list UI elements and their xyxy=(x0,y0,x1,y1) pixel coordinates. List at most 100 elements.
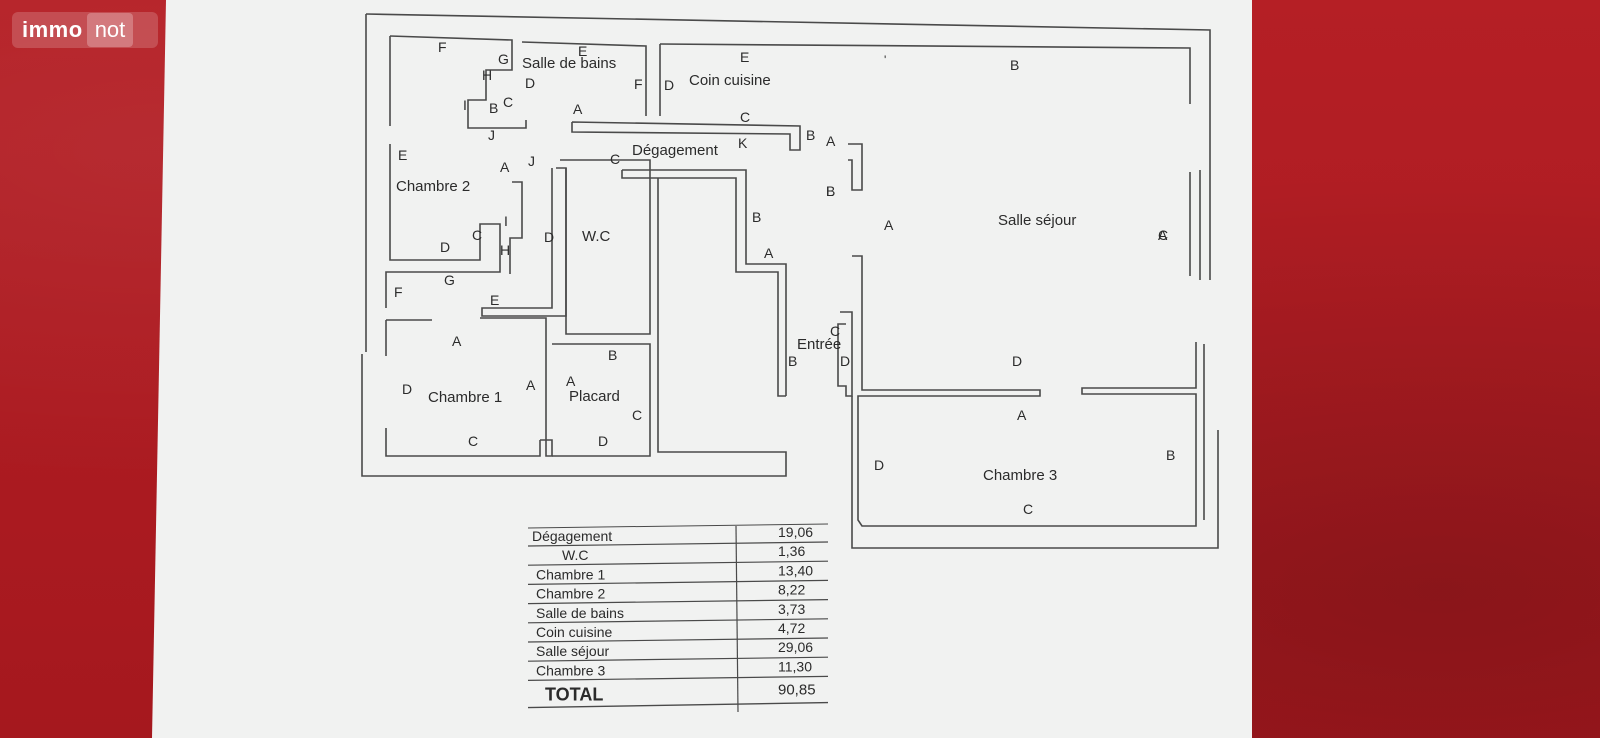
wall-letter: H xyxy=(482,67,492,83)
table-row-value: 3,73 xyxy=(778,601,805,617)
stray-mark: ' xyxy=(884,53,886,67)
wall-letter: F xyxy=(394,284,403,300)
room-labels: Salle de bains Coin cuisine Dégagement C… xyxy=(396,55,1076,484)
wall-letter: B xyxy=(489,100,498,116)
room-wall xyxy=(509,181,523,274)
floor-plan-sheet xyxy=(152,0,1252,738)
table-row-value: 19,06 xyxy=(778,524,813,540)
wall-letter: C xyxy=(1023,501,1033,517)
room-label-salle-de-bains: Salle de bains xyxy=(522,55,616,72)
wall-letter: A xyxy=(452,333,462,349)
wall-letter: D xyxy=(874,457,884,473)
corridor-wall xyxy=(622,169,787,396)
wc-wall xyxy=(481,168,567,317)
wall-letter: F xyxy=(438,39,447,55)
wall-letter: A xyxy=(1158,227,1168,243)
table-rule xyxy=(527,656,829,662)
room-label-wc: W.C xyxy=(582,228,610,245)
immonot-logo: immo not xyxy=(12,12,158,48)
wall-letter: D xyxy=(840,353,850,369)
kitchen-wall xyxy=(659,43,1191,104)
room-label-coin-cuisine: Coin cuisine xyxy=(689,72,771,89)
wall-letter: C xyxy=(740,109,750,125)
corridor-wall xyxy=(361,178,787,477)
room-label-chambre-1: Chambre 1 xyxy=(428,389,502,406)
table-row-value: 29,06 xyxy=(778,639,813,655)
table-rule xyxy=(527,637,829,643)
table-rule xyxy=(527,675,829,681)
wall-letter: B xyxy=(1166,447,1175,463)
wall-letter: A xyxy=(884,217,894,233)
table-rule xyxy=(527,579,829,585)
table-rule xyxy=(527,541,829,547)
wall-letter: C xyxy=(1158,227,1168,243)
wall-letter: E xyxy=(578,43,587,59)
wall-letter: A xyxy=(526,377,536,393)
wall-letter: C xyxy=(610,151,620,167)
wall-letter: H xyxy=(500,242,510,258)
table-rule xyxy=(527,599,829,605)
bath-wall xyxy=(521,41,647,116)
wall-letter: L xyxy=(826,183,834,199)
table-row-label: Chambre 1 xyxy=(536,566,605,582)
wall-letter: D xyxy=(525,75,535,91)
wall-letter: I xyxy=(463,97,467,113)
wall-letter: B xyxy=(788,353,797,369)
wall-letter: C xyxy=(830,323,840,339)
table-row-value: 13,40 xyxy=(778,562,813,578)
outer-wall xyxy=(389,35,527,129)
logo-text-not: not xyxy=(86,13,134,47)
logo-text-immo: immo xyxy=(22,17,83,42)
table-divider xyxy=(735,525,739,713)
table-rule xyxy=(527,560,829,566)
table-top-rule xyxy=(527,523,829,529)
table-row-label: Chambre 3 xyxy=(536,662,605,678)
table-row-label: Chambre 2 xyxy=(536,586,605,602)
wall-letter: J xyxy=(488,127,495,143)
room-label-degagement: Dégagement xyxy=(632,142,719,159)
sejour-wall xyxy=(852,255,1197,527)
placard-wall xyxy=(552,343,651,457)
room-label-entree: Entrée xyxy=(797,336,841,353)
table-row-value: 8,22 xyxy=(778,582,805,598)
wall-letter: E xyxy=(398,147,407,163)
wall-letter: A xyxy=(1017,407,1027,423)
wall-letter: A xyxy=(500,159,510,175)
table-rule xyxy=(527,618,829,624)
table-total-label: TOTAL xyxy=(545,685,603,705)
room-label-chambre-2: Chambre 2 xyxy=(396,178,470,195)
wall-letter: K xyxy=(738,135,748,151)
wall-letter: A xyxy=(566,373,576,389)
wall-letter: D xyxy=(544,229,554,245)
wall-letter: C xyxy=(632,407,642,423)
table-row-label: Salle de bains xyxy=(536,605,624,621)
wall-letter: A xyxy=(764,245,774,261)
room-label-chambre-3: Chambre 3 xyxy=(983,467,1057,484)
wall-letter: E xyxy=(740,49,749,65)
sejour-wall xyxy=(837,311,853,397)
room-wall xyxy=(480,317,553,457)
room-wall xyxy=(385,428,541,457)
wall-letter: B xyxy=(806,127,815,143)
wall-letter: C xyxy=(503,94,513,110)
wall-letter: G xyxy=(498,51,509,67)
table-row-value: 1,36 xyxy=(778,543,805,559)
table-row-label: Dégagement xyxy=(532,528,612,544)
wall-letter: D xyxy=(1012,353,1022,369)
wall-letter: A xyxy=(573,101,583,117)
table-row-value: 4,72 xyxy=(778,620,805,636)
wall-letter: J xyxy=(528,153,535,169)
outer-wall xyxy=(365,13,1211,280)
room-label-salle-sejour: Salle séjour xyxy=(998,212,1076,229)
room-label-placard: Placard xyxy=(569,388,620,405)
table-total-value: 90,85 xyxy=(778,682,816,699)
wall-letter: C xyxy=(472,227,482,243)
walls xyxy=(361,13,1219,549)
wall-letter: E xyxy=(490,292,499,308)
wall-letter: B xyxy=(826,183,835,199)
wall-letter: B xyxy=(608,347,617,363)
wall-letter: C xyxy=(468,433,478,449)
